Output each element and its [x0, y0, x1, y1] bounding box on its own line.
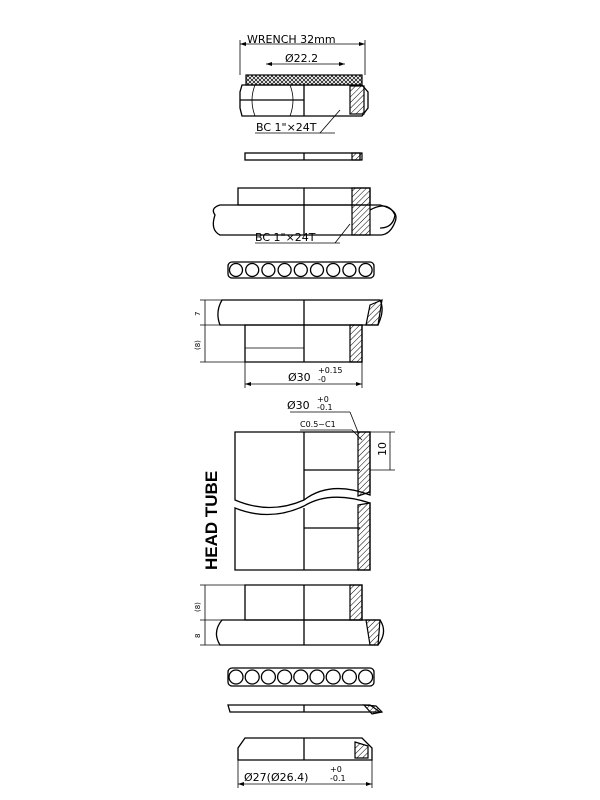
- bearing-ball: [245, 262, 260, 278]
- dia-cup-top: Ø30: [288, 371, 311, 384]
- dia-crown: Ø27(Ø26.4): [244, 771, 308, 784]
- locknut: WRENCH 32mm Ø22.2 BC 1"×24T: [239, 33, 369, 134]
- bearing-ball: [276, 669, 293, 685]
- head-tube-label: HEAD TUBE: [202, 471, 221, 570]
- bearing-ball: [228, 262, 244, 278]
- crown-race: Ø27(Ø26.4) +0 -0.1: [237, 737, 373, 788]
- dia-top-label: Ø22.2: [285, 52, 318, 65]
- cup-depth-top: (8): [194, 340, 202, 350]
- bearing-ball: [293, 669, 309, 685]
- dia-tube-tol-low: -0.1: [317, 403, 333, 412]
- dia-tube-tol: +0: [317, 395, 329, 404]
- bearing-ball: [309, 669, 325, 685]
- bearing-ball: [326, 262, 341, 278]
- bearing-ball: [357, 669, 374, 685]
- cup-height-top: 7: [194, 312, 202, 316]
- top-threaded-race: BC 1"×24T: [212, 187, 397, 244]
- chamfer-label: C0.5~C1: [300, 420, 336, 429]
- ball-retainer-bottom: [227, 667, 375, 687]
- dia-crown-tol-low: -0.1: [330, 774, 346, 783]
- dia-tube: Ø30: [287, 399, 310, 412]
- bearing-ball: [309, 262, 325, 278]
- dust-seal: [227, 704, 384, 715]
- tube-dim-10: 10: [376, 442, 389, 456]
- dia-cup-top-tol: +0.15: [318, 366, 343, 375]
- thread-label-top: BC 1"×24T: [256, 121, 317, 134]
- bearing-ball: [293, 262, 308, 278]
- thread-label-middle: BC 1"×24T: [255, 231, 316, 244]
- bearing-ball: [260, 669, 277, 685]
- bearing-ball: [261, 262, 276, 278]
- ball-retainer-top: [227, 261, 375, 279]
- bearing-ball: [228, 669, 244, 685]
- bearing-ball: [325, 669, 341, 685]
- locknut-knurl: [245, 74, 363, 86]
- bearing-ball: [358, 262, 373, 278]
- bearing-ball: [244, 669, 260, 685]
- dia-cup-top-tol-low: -0: [318, 375, 326, 384]
- bearing-ball: [277, 262, 292, 278]
- wrench-label: WRENCH 32mm: [247, 33, 336, 46]
- bearing-ball: [341, 669, 358, 685]
- head-tube: Ø30 +0 -0.1 C0.5~C1 10 HEAD TUBE: [202, 395, 395, 571]
- cup-depth-bottom: (8): [194, 602, 202, 612]
- top-press-cup: 7 (8) Ø30 +0.15 -0: [194, 299, 383, 388]
- lock-washer: [244, 152, 363, 161]
- cup-height-bottom: 8: [194, 634, 202, 638]
- dia-crown-tol: +0: [330, 765, 342, 774]
- bottom-press-cup: (8) 8: [194, 584, 385, 646]
- bearing-ball: [342, 262, 357, 278]
